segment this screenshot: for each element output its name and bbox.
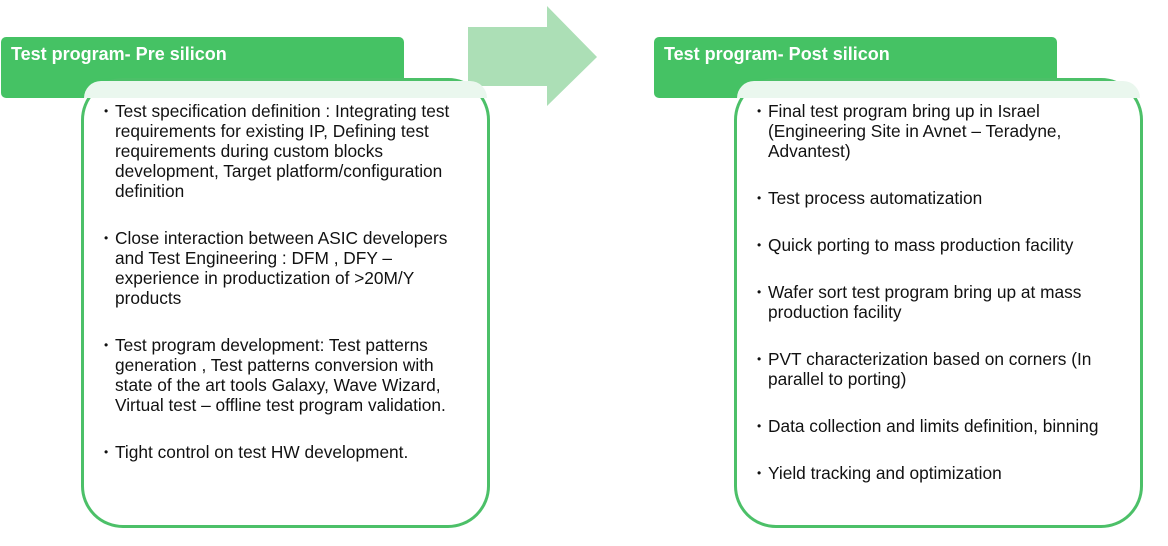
list-item: • Tight control on test HW development. — [104, 442, 467, 462]
list-item: • PVT characterization based on corners (… — [757, 349, 1120, 389]
post-silicon-box: • Final test program bring up in Israel (… — [734, 78, 1143, 528]
pre-silicon-title: Test program- Pre silicon — [11, 44, 227, 64]
list-item-text: Yield tracking and optimization — [768, 463, 1002, 483]
bullet-icon: • — [757, 238, 762, 252]
pre-silicon-list: • Test specification definition : Integra… — [104, 101, 467, 489]
post-silicon-title: Test program- Post silicon — [664, 44, 890, 64]
pre-silicon-box: • Test specification definition : Integra… — [81, 78, 490, 528]
post-silicon-list: • Final test program bring up in Israel (… — [757, 101, 1120, 510]
bullet-icon: • — [757, 466, 762, 480]
list-item-text: Test program development: Test patterns … — [115, 335, 446, 415]
bullet-icon: • — [757, 419, 762, 433]
list-item-text: Close interaction between ASIC developer… — [115, 228, 448, 308]
list-item: • Test specification definition : Integra… — [104, 101, 467, 201]
bullet-icon: • — [757, 191, 762, 205]
list-item-text: PVT characterization based on corners (I… — [768, 349, 1092, 389]
bullet-icon: • — [104, 104, 109, 118]
list-item: • Yield tracking and optimization — [757, 463, 1120, 483]
list-item-text: Final test program bring up in Israel (E… — [768, 101, 1062, 161]
list-item-text: Data collection and limits definition, b… — [768, 416, 1099, 436]
arrow-shape — [468, 6, 597, 106]
list-item: • Close interaction between ASIC develope… — [104, 228, 467, 308]
bullet-icon: • — [104, 445, 109, 459]
list-item-text: Test process automatization — [768, 188, 983, 208]
list-item: • Quick porting to mass production facili… — [757, 235, 1120, 255]
bullet-icon: • — [104, 338, 109, 352]
bullet-icon: • — [757, 285, 762, 299]
list-item: • Wafer sort test program bring up at mas… — [757, 282, 1120, 322]
bullet-icon: • — [757, 104, 762, 118]
list-item-text: Quick porting to mass production facilit… — [768, 235, 1074, 255]
arrow-right-icon — [468, 6, 597, 106]
list-item: • Test program development: Test patterns… — [104, 335, 467, 415]
bullet-icon: • — [757, 352, 762, 366]
list-item: • Test process automatization — [757, 188, 1120, 208]
list-item-text: Wafer sort test program bring up at mass… — [768, 282, 1082, 322]
list-item-text: Tight control on test HW development. — [115, 442, 409, 462]
list-item: • Data collection and limits definition, … — [757, 416, 1120, 436]
bullet-icon: • — [104, 231, 109, 245]
list-item: • Final test program bring up in Israel (… — [757, 101, 1120, 161]
list-item-text: Test specification definition : Integrat… — [115, 101, 450, 201]
